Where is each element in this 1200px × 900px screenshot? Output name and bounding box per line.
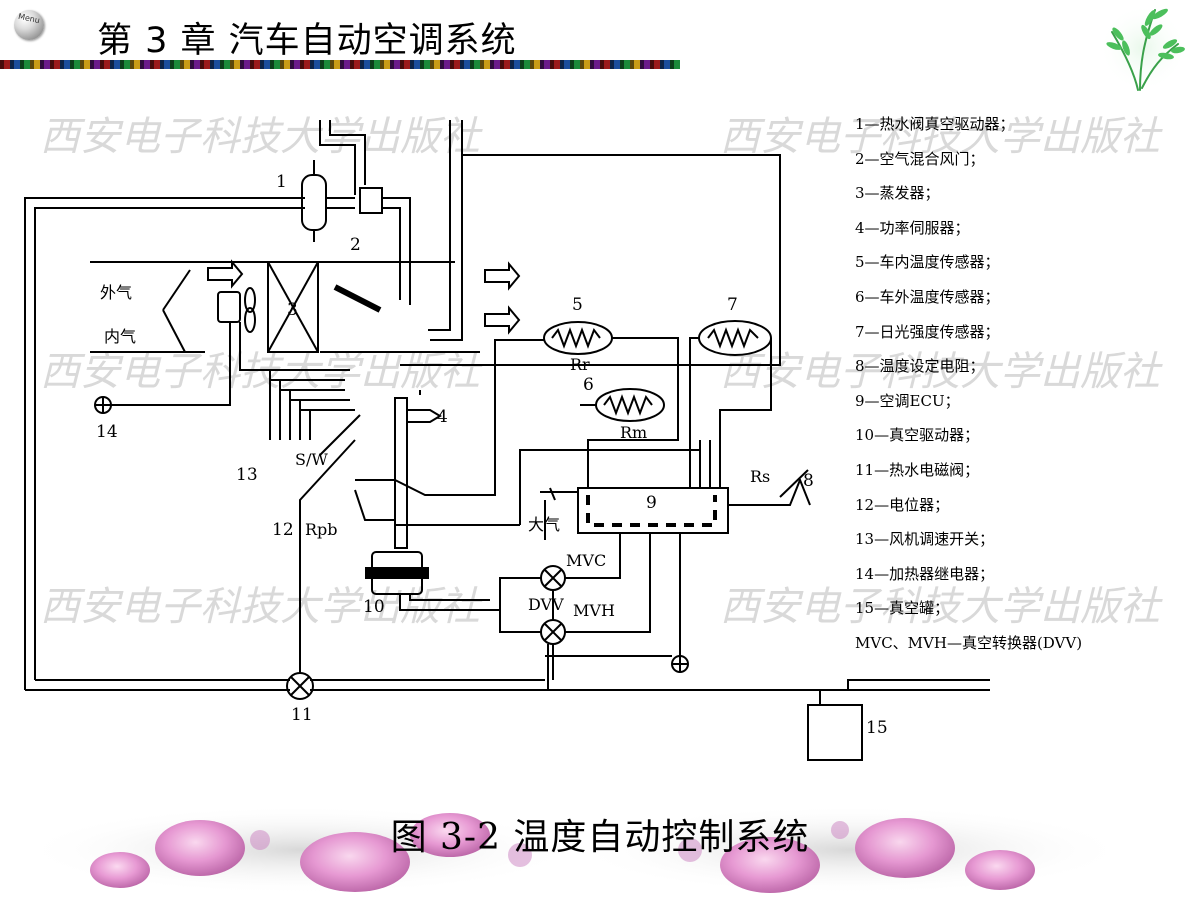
svg-text:西安电子科技大学出版社: 西安电子科技大学出版社 — [40, 584, 483, 630]
inside-air-label: 内气 — [104, 327, 136, 346]
legend-item: 12—电位器； — [855, 495, 950, 514]
blower-motor — [217, 291, 241, 323]
svg-text:西安电子科技大学出版社: 西安电子科技大学出版社 — [40, 349, 483, 395]
atmosphere-label: 大气 — [528, 515, 560, 534]
legend-item: 13—风机调速开关； — [855, 530, 995, 549]
evaporator — [267, 261, 319, 353]
part-number-14: 14 — [96, 422, 118, 442]
legend-item: 1—热水阀真空驱动器； — [855, 115, 1015, 133]
menu-button[interactable]: Menu — [14, 10, 44, 40]
part-number-1: 1 — [276, 172, 287, 192]
legend-item: 4—功率伺服器； — [855, 218, 970, 237]
mvh-label: MVH — [573, 601, 615, 620]
legend-item: 11—热水电磁阀； — [855, 460, 980, 479]
plant-decoration-icon — [1100, 4, 1186, 92]
part-number-12: 12 — [272, 520, 294, 540]
svg-text:西安电子科技大学出版社: 西安电子科技大学出版社 — [720, 114, 1163, 160]
mvc-label: MVC — [566, 551, 606, 570]
flower-decoration — [20, 805, 1130, 895]
legend-item: 15—真空罐； — [855, 599, 950, 618]
figure-caption: 图 3-2 温度自动控制系统 — [390, 817, 810, 858]
svg-text:西安电子科技大学出版社: 西安电子科技大学出版社 — [40, 114, 483, 160]
svg-text:西安电子科技大学出版社: 西安电子科技大学出版社 — [720, 584, 1163, 630]
part-number-5: 5 — [572, 295, 583, 315]
air-mix-servo — [359, 187, 383, 214]
hot-water-valve-actuator — [301, 174, 327, 231]
part-number-15: 15 — [866, 718, 888, 738]
part-number-7: 7 — [727, 295, 738, 315]
part-number-2: 2 — [350, 235, 361, 255]
part-number-8: 8 — [803, 471, 814, 491]
part-number-6: 6 — [583, 375, 594, 395]
legend-item: 8—温度设定电阻； — [855, 357, 985, 376]
part-number-4: 4 — [437, 407, 448, 427]
rs-label: Rs — [750, 467, 770, 486]
ac-ecu — [577, 487, 729, 534]
sw-label: S/W — [295, 450, 328, 469]
chapter-title: 第 3 章 汽车自动空调系统 — [97, 21, 517, 61]
legend-item: 10—真空驱动器； — [855, 426, 980, 445]
legend-item: 2—空气混合风门； — [855, 149, 985, 168]
vacuum-actuator-rod — [394, 397, 408, 549]
part-number-9: 9 — [646, 493, 657, 513]
watermark: 西安电子科技大学出版社 西安电子科技大学出版社 西安电子科技大学出版社 西安电子… — [40, 114, 1163, 630]
legend-item: 7—日光强度传感器； — [855, 322, 1000, 341]
part-number-10: 10 — [363, 597, 385, 617]
legend-item: 6—车外温度传感器； — [855, 287, 1000, 306]
parts-legend: 1—热水阀真空驱动器； 2—空气混合风门； 3—蒸发器； 4—功率伺服器； 5—… — [855, 107, 1082, 661]
rm-label: Rm — [620, 423, 647, 442]
title-divider — [0, 60, 680, 69]
legend-item: MVC、MVH—真空转换器(DVV) — [855, 633, 1083, 652]
legend-item: 9—空调ECU； — [855, 391, 960, 410]
legend-item: 14—加热器继电器； — [855, 564, 995, 583]
part-number-11: 11 — [291, 705, 313, 725]
legend-item: 5—车内温度传感器； — [855, 253, 1000, 272]
svg-text:西安电子科技大学出版社: 西安电子科技大学出版社 — [720, 349, 1163, 395]
legend-item: 3—蒸发器； — [855, 184, 940, 203]
dvv-label: DVV — [528, 595, 564, 614]
part-number-3: 3 — [287, 300, 298, 320]
rpb-label: Rpb — [305, 520, 338, 539]
part-number-13: 13 — [236, 465, 258, 485]
outside-air-label: 外气 — [100, 283, 132, 302]
vacuum-tank — [807, 704, 863, 761]
rr-label: Rr — [570, 355, 590, 374]
